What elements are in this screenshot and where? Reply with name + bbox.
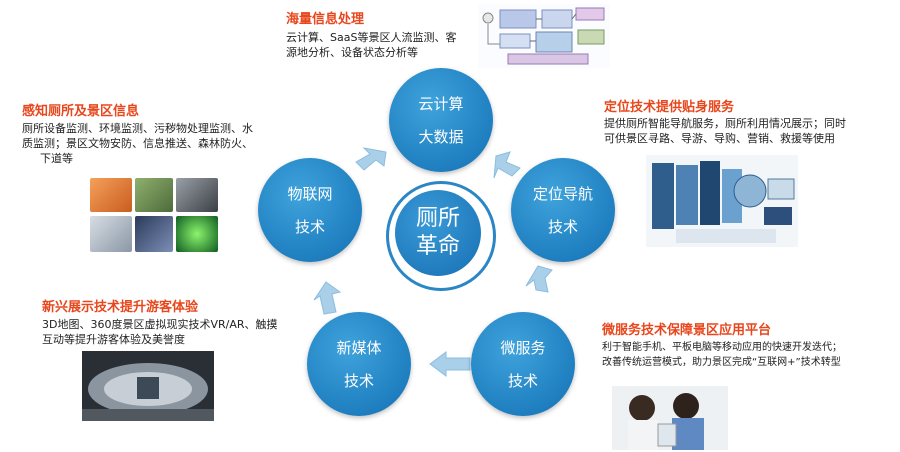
block-right-line: 可供景区寻路、导游、导购、营销、救援等使用 [604, 132, 835, 145]
block-right-title: 定位技术提供贴身服务 [604, 100, 735, 115]
node-new-media: 新媒体 技术 [307, 312, 411, 416]
node-line: 新媒体 [336, 339, 382, 357]
block-bottom-left-desc: 3D地图、360度景区虚拟现实技术VR/AR、触摸 互动等提升游客体验及美誉度 [42, 317, 312, 347]
block-left-title: 感知厕所及景区信息 [22, 104, 140, 119]
node-line: 微服务 [500, 339, 546, 357]
block-bottom-right-title: 微服务技术保障景区应用平台 [602, 323, 772, 338]
center-line: 革命 [415, 234, 460, 259]
arrow-icon [493, 151, 521, 179]
block-top-title: 海量信息处理 [286, 12, 365, 27]
node-microservice: 微服务 技术 [471, 312, 575, 416]
mobile-users-image [612, 386, 728, 450]
arrow-icon [525, 265, 553, 293]
block-bottom-left-line: 3D地图、360度景区虚拟现实技术VR/AR、触摸 [42, 318, 278, 331]
block-left-desc: 厕所设备监测、环境监测、污秽物处理监测、水 质监测；景区文物安防、信息推送、森林… [22, 121, 292, 166]
block-bottom-left-title: 新兴展示技术提升游客体验 [42, 300, 199, 315]
node-line: 技术 [343, 372, 374, 390]
camera-thumb [176, 178, 218, 212]
laser-thumb [176, 216, 218, 252]
arrow-icon [313, 281, 342, 315]
block-bottom-left-line: 互动等提升游客体验及美誉度 [42, 333, 185, 346]
navigation-collage-image [646, 155, 798, 247]
node-line: 定位导航 [532, 185, 593, 203]
vr-room-image [82, 351, 214, 421]
node-positioning-navigation: 定位导航 技术 [511, 158, 615, 262]
center-hub: 厕所 革命 [395, 190, 481, 276]
satellite-thumb [135, 216, 173, 252]
block-bottom-right-line: 改善传统运营模式，助力景区完成“互联网+”技术转型 [602, 357, 841, 368]
node-iot: 物联网 技术 [258, 158, 362, 262]
block-left-line: 质监测；景区文物安防、信息推送、森林防火、 [22, 137, 253, 150]
node-line: 物联网 [287, 185, 333, 203]
block-left-line: 下道等 [40, 152, 73, 165]
node-line: 技术 [547, 218, 578, 236]
block-right-line: 提供厕所智能导航服务，厕所利用情况展示；同时 [604, 117, 846, 130]
block-bottom-right-line: 利于智能手机、平板电脑等移动应用的快速开发迭代； [602, 342, 842, 353]
arrow-icon [429, 351, 471, 377]
block-top-line: 源地分析、设备状态分析等 [286, 46, 418, 59]
center-line: 厕所 [415, 206, 460, 231]
block-top-line: 云计算、SaaS等景区人流监测、客 [286, 31, 457, 44]
sensor-thumb [90, 178, 132, 212]
node-line: 大数据 [418, 128, 464, 146]
device-thumb [90, 216, 132, 252]
node-cloud-computing: 云计算 大数据 [389, 68, 493, 172]
block-bottom-right-desc: 利于智能手机、平板电脑等移动应用的快速开发迭代； 改善传统运营模式，助力景区完成… [602, 340, 900, 370]
arrow-icon [355, 147, 387, 171]
system-diagram-image [478, 4, 610, 68]
block-right-desc: 提供厕所智能导航服务，厕所利用情况展示；同时 可供景区寻路、导游、导购、营销、救… [604, 116, 894, 146]
block-top-desc: 云计算、SaaS等景区人流监测、客 源地分析、设备状态分析等 [286, 30, 486, 60]
node-line: 技术 [294, 218, 325, 236]
node-line: 云计算 [418, 95, 464, 113]
person-thumb [135, 178, 173, 212]
node-line: 技术 [507, 372, 538, 390]
block-left-line: 厕所设备监测、环境监测、污秽物处理监测、水 [22, 122, 253, 135]
